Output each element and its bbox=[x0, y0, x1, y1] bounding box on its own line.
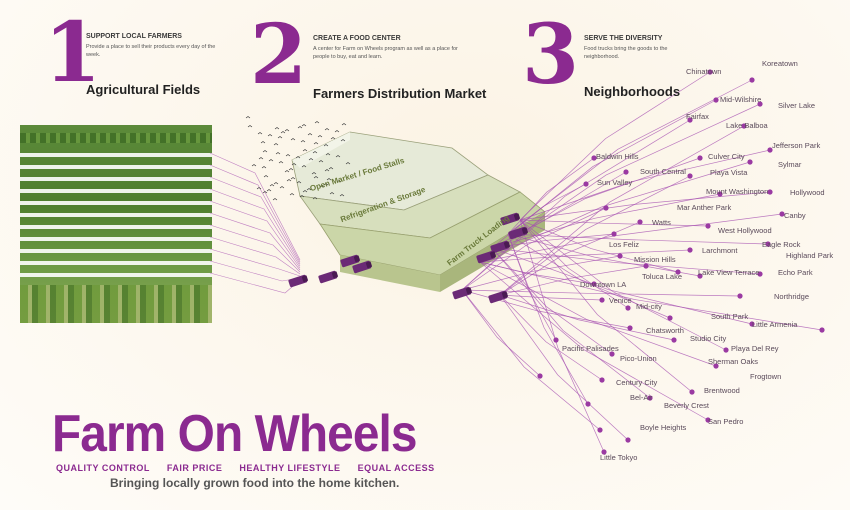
neighborhood-label: Boyle Heights bbox=[640, 423, 687, 432]
step-3-description: Food trucks bring the goods to the neigh… bbox=[584, 46, 668, 60]
step-1-title: Agricultural Fields bbox=[86, 82, 201, 97]
neighborhood-label: Fairfax bbox=[686, 112, 709, 121]
neighborhood-label: Mission Hills bbox=[634, 255, 676, 264]
step-2-heading: CREATE A FOOD CENTER bbox=[313, 35, 401, 42]
neighborhood-label: Brentwood bbox=[704, 386, 740, 395]
value-quality-control: QUALITY CONTROL bbox=[56, 463, 150, 473]
agricultural-field-image bbox=[20, 125, 212, 323]
value-fair-price: FAIR PRICE bbox=[166, 463, 223, 473]
neighborhood-label: Highland Park bbox=[786, 251, 834, 260]
neighborhood-label: Mount Washington bbox=[706, 187, 769, 196]
neighborhood-label: Sun Valley bbox=[597, 178, 633, 187]
food-trucks bbox=[288, 212, 528, 304]
neighborhood-label: West Hollywood bbox=[718, 226, 772, 235]
step-1-description: Provide a place to sell their products e… bbox=[86, 44, 216, 58]
step-2-description: A center for Farm on Wheels program as w… bbox=[313, 46, 458, 60]
neighborhood-label: Mar Anther Park bbox=[677, 203, 732, 212]
neighborhood-label: South Central bbox=[640, 167, 686, 176]
step-2-title: Farmers Distribution Market bbox=[313, 86, 487, 101]
neighborhood-label: Venice bbox=[609, 296, 632, 305]
neighborhood-label: Mid-Wilshire bbox=[720, 95, 762, 104]
neighborhood-label: Little Tokyo bbox=[600, 453, 638, 462]
neighborhood-label: Chatsworth bbox=[646, 326, 684, 335]
neighborhood-label: San Pedro bbox=[708, 417, 744, 426]
neighborhood-label: Hollywood bbox=[790, 188, 825, 197]
neighborhood-label: Canby bbox=[784, 211, 806, 220]
step-3-heading: SERVE THE DIVERSITY bbox=[584, 35, 663, 42]
step-1-heading: SUPPORT LOCAL FARMERS bbox=[86, 33, 182, 40]
neighborhood-label: Little Armenia bbox=[752, 320, 798, 329]
neighborhood-label: Lake View Terrace bbox=[698, 268, 760, 277]
brand-tagline: Bringing locally grown food into the hom… bbox=[110, 476, 400, 490]
neighborhood-label: Lake Balboa bbox=[726, 121, 768, 130]
step-2-number: 2 bbox=[250, 7, 308, 103]
truck-route-lines bbox=[209, 71, 823, 453]
neighborhood-label: Studio City bbox=[690, 334, 727, 343]
neighborhood-label: Pico-Union bbox=[620, 354, 657, 363]
neighborhood-label: Culver City bbox=[708, 152, 745, 161]
neighborhood-label: Sherman Oaks bbox=[708, 357, 759, 366]
neighborhood-label: Pacific Palisades bbox=[562, 344, 619, 353]
neighborhood-nodes bbox=[537, 69, 825, 455]
neighborhood-label: Koreatown bbox=[762, 59, 798, 68]
neighborhood-label: South Park bbox=[711, 312, 749, 321]
neighborhood-label: Mid-city bbox=[636, 302, 662, 311]
neighborhood-label: Northridge bbox=[774, 292, 810, 301]
neighborhood-label: Baldwin Hills bbox=[596, 152, 639, 161]
neighborhood-label: Playa Del Rey bbox=[731, 344, 779, 353]
neighborhood-label: Watts bbox=[652, 218, 671, 227]
market-building bbox=[291, 131, 546, 292]
neighborhood-label: Chinatown bbox=[686, 67, 722, 76]
bird-flock bbox=[245, 116, 351, 201]
step-1-number: 1 bbox=[44, 5, 102, 101]
neighborhood-label: Frogtown bbox=[750, 372, 782, 381]
step-3-number: 3 bbox=[522, 7, 580, 103]
neighborhood-label: Sylmar bbox=[778, 160, 802, 169]
brand-title: Farm On Wheels bbox=[52, 405, 418, 463]
neighborhood-label: Larchmont bbox=[702, 246, 738, 255]
neighborhood-label: Century City bbox=[616, 378, 658, 387]
neighborhood-label: Los Feliz bbox=[609, 240, 640, 249]
brand-values: QUALITY CONTROL FAIR PRICE HEALTHY LIFES… bbox=[56, 463, 449, 473]
step-3-title: Neighborhoods bbox=[584, 84, 681, 99]
neighborhood-label: Silver Lake bbox=[778, 101, 816, 110]
neighborhood-label: Toluca Lake bbox=[642, 272, 683, 281]
neighborhood-label: Jefferson Park bbox=[772, 141, 821, 150]
neighborhood-label: Echo Park bbox=[778, 268, 813, 277]
value-healthy-lifestyle: HEALTHY LIFESTYLE bbox=[239, 463, 341, 473]
neighborhood-label: Downtown LA bbox=[580, 280, 627, 289]
neighborhood-label: Beverly Crest bbox=[664, 401, 710, 410]
neighborhood-label: Eagle Rock bbox=[762, 240, 801, 249]
neighborhood-label: Bel-Air bbox=[630, 393, 653, 402]
value-equal-access: EQUAL ACCESS bbox=[357, 463, 435, 473]
neighborhood-label: Playa Vista bbox=[710, 168, 748, 177]
